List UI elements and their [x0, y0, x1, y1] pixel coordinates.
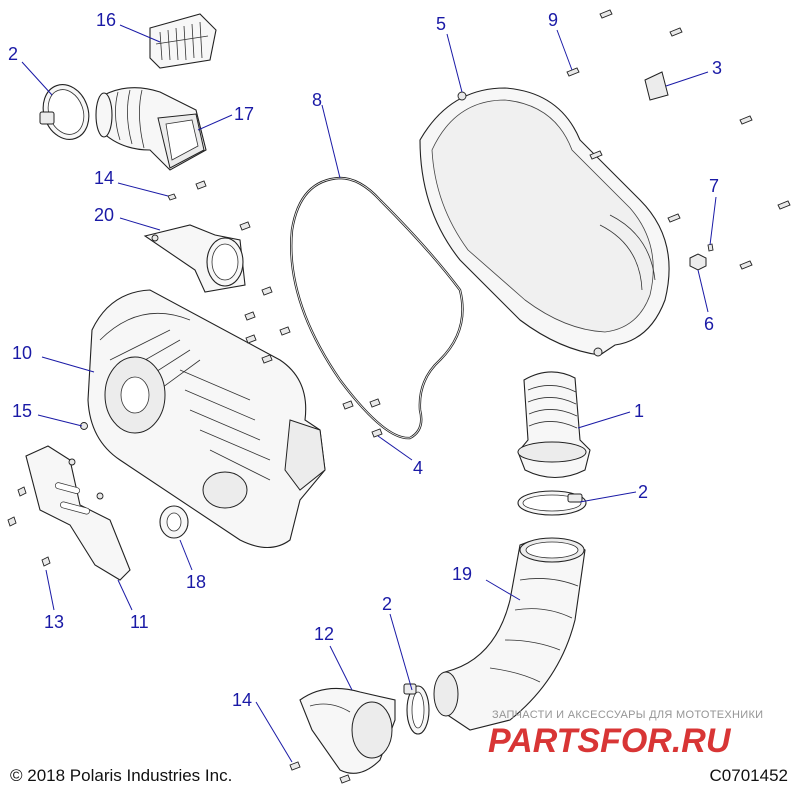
callout-13: 13 [44, 612, 64, 632]
leader-lines [21, 24, 717, 763]
part-19-elbow-duct [433, 537, 586, 731]
part-12-lower-duct [299, 687, 396, 774]
part-17-intake-boot [95, 87, 207, 171]
part-6-nut [689, 253, 707, 271]
part-3-plate [644, 71, 669, 101]
callout-2-low: 2 [382, 594, 392, 614]
diagram-code: C0701452 [709, 766, 788, 785]
callout-8: 8 [312, 90, 322, 110]
part-1-filter [517, 371, 591, 478]
callout-18: 18 [186, 572, 206, 592]
part-2-clamp-top [39, 84, 90, 140]
callout-2-top: 2 [8, 44, 18, 64]
part-2-clamp-mid [517, 490, 587, 516]
bolts-group [167, 9, 791, 784]
part-2-clamp-low [403, 683, 430, 735]
watermark-tagline: ЗАПЧАСТИ И АКСЕССУАРЫ ДЛЯ МОТОТЕХНИКИ [492, 709, 763, 721]
callout-6: 6 [704, 314, 714, 334]
part-7-pin [707, 243, 714, 252]
callout-15: 15 [12, 401, 32, 421]
part-20-duct [143, 224, 246, 293]
callout-labels: 1 2 2 2 3 4 5 6 7 8 9 10 11 12 13 14 14 … [8, 10, 722, 710]
part-5-outer-cover [419, 87, 670, 357]
callout-1: 1 [634, 401, 644, 421]
part-18-seal [159, 505, 189, 539]
part-8-gasket [290, 176, 464, 440]
callout-4: 4 [413, 458, 423, 478]
callout-5: 5 [436, 14, 446, 34]
part-11-bracket [25, 445, 131, 581]
callout-2-mid: 2 [638, 482, 648, 502]
callout-10: 10 [12, 343, 32, 363]
callout-11: 11 [130, 612, 149, 632]
callout-14-top: 14 [94, 168, 114, 188]
callout-17: 17 [234, 104, 254, 124]
callout-20: 20 [94, 205, 114, 225]
callout-9: 9 [548, 10, 558, 30]
part-13-bolts [7, 486, 51, 567]
callout-19: 19 [452, 564, 472, 584]
callout-3: 3 [712, 58, 722, 78]
part-16-grille [149, 13, 217, 69]
callout-16: 16 [96, 10, 116, 30]
watermark-brand: PARTSFOR.RU [488, 722, 732, 760]
callout-14-low: 14 [232, 690, 252, 710]
callout-12: 12 [314, 624, 334, 644]
copyright-text: © 2018 Polaris Industries Inc. [10, 766, 233, 785]
callout-7: 7 [709, 176, 719, 196]
watermark: ЗАПЧАСТИ И АКСЕССУАРЫ ДЛЯ МОТОТЕХНИКИ PA… [488, 709, 763, 760]
part-10-inner-cover [87, 289, 326, 549]
